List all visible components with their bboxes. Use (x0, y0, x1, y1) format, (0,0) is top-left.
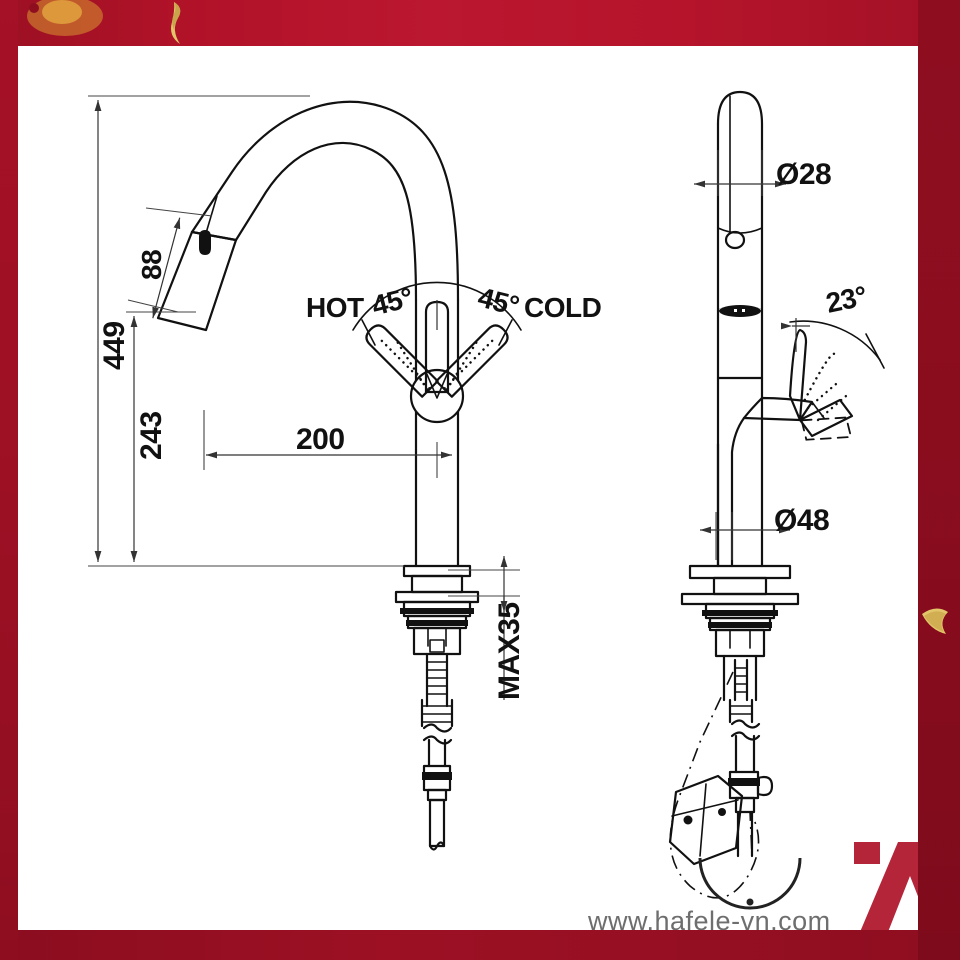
frame-bottom-band (0, 930, 960, 960)
dimension-spout-reach: 200 (296, 423, 345, 456)
frame-right-band (918, 0, 960, 960)
side-view-dimension-lines (694, 150, 790, 560)
label-hot: HOT (306, 292, 364, 323)
frame-left-band (0, 0, 18, 960)
front-view-dimension-lines (88, 95, 520, 700)
spray-head-detail (668, 774, 744, 866)
front-view-faucet (156, 100, 522, 851)
frame-top-band (0, 0, 960, 46)
dimension-max-deck-thickness: MAX35 (493, 602, 526, 700)
dimension-spout-head-length: 88 (136, 249, 167, 280)
cold-lever-ghost (435, 324, 509, 398)
side-view-base (680, 564, 800, 658)
dimension-body-diameter: Ø28 (776, 158, 832, 191)
watermark-ghost-circle (698, 858, 802, 910)
dimension-base-diameter: Ø48 (774, 504, 830, 537)
label-cold: COLD (524, 292, 602, 323)
dimension-overall-height: 449 (98, 321, 131, 370)
front-view-shank (420, 652, 454, 851)
dimension-spout-height: 243 (135, 411, 168, 460)
side-handle (742, 328, 854, 441)
front-view-base (394, 564, 480, 656)
hot-lever-ghost (365, 324, 439, 398)
side-view-faucet (668, 90, 885, 899)
lever-motion-dots (380, 339, 494, 394)
